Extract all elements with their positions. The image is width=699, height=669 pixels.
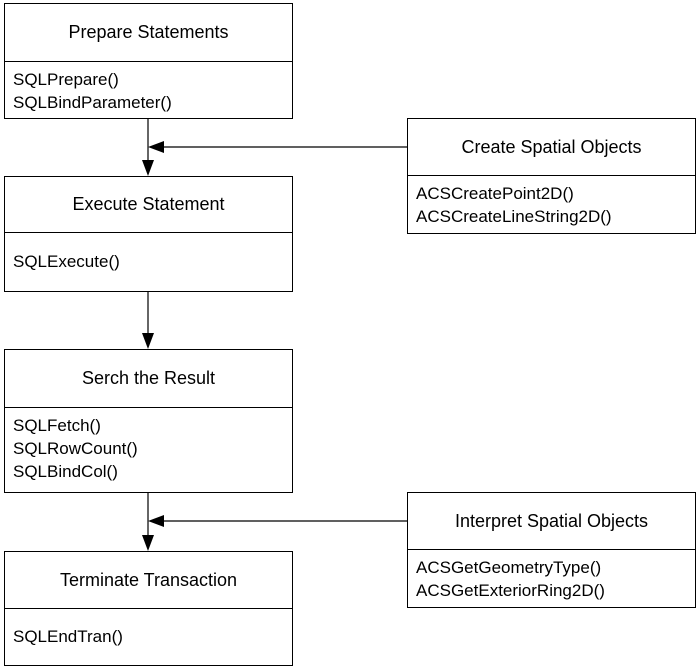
arrowhead-create-spatial [148, 141, 164, 153]
box-search-result-functions: SQLFetch() SQLRowCount() SQLBindCol() [5, 408, 292, 483]
box-create-spatial-objects-title: Create Spatial Objects [408, 119, 695, 176]
box-terminate-transaction: Terminate Transaction SQLEndTran() [4, 551, 293, 666]
box-terminate-transaction-title: Terminate Transaction [5, 552, 292, 609]
function-acscreatepoint2d: ACSCreatePoint2D() [416, 184, 574, 203]
box-interpret-spatial-objects: Interpret Spatial Objects ACSGetGeometry… [407, 492, 696, 608]
box-terminate-transaction-functions: SQLEndTran() [5, 609, 292, 648]
function-acscreatelinestring2d: ACSCreateLineString2D() [416, 207, 612, 226]
function-sqlexecute: SQLExecute() [13, 252, 120, 271]
arrowhead-execute [142, 160, 154, 176]
box-prepare-statements-title: Prepare Statements [5, 4, 292, 62]
function-acsgetgeometrytype: ACSGetGeometryType() [416, 558, 602, 577]
box-interpret-spatial-objects-functions: ACSGetGeometryType() ACSGetExteriorRing2… [408, 550, 695, 602]
function-sqlendtran: SQLEndTran() [13, 627, 123, 646]
function-sqlrowcount: SQLRowCount() [13, 439, 138, 458]
box-execute-statement: Execute Statement SQLExecute() [4, 176, 293, 292]
arrowhead-terminate [142, 535, 154, 551]
box-execute-statement-functions: SQLExecute() [5, 233, 292, 273]
box-interpret-spatial-objects-title: Interpret Spatial Objects [408, 493, 695, 550]
function-sqlbindcol: SQLBindCol() [13, 462, 118, 481]
box-prepare-statements-functions: SQLPrepare() SQLBindParameter() [5, 62, 292, 114]
function-sqlbindparameter: SQLBindParameter() [13, 93, 172, 112]
box-prepare-statements: Prepare Statements SQLPrepare() SQLBindP… [4, 3, 293, 119]
function-sqlfetch: SQLFetch() [13, 416, 101, 435]
box-create-spatial-objects: Create Spatial Objects ACSCreatePoint2D(… [407, 118, 696, 234]
box-create-spatial-objects-functions: ACSCreatePoint2D() ACSCreateLineString2D… [408, 176, 695, 228]
box-search-result-title: Serch the Result [5, 350, 292, 408]
box-search-result: Serch the Result SQLFetch() SQLRowCount(… [4, 349, 293, 493]
arrowhead-search [142, 333, 154, 349]
function-sqlprepare: SQLPrepare() [13, 70, 119, 89]
function-acsgetexteriorring2d: ACSGetExteriorRing2D() [416, 581, 605, 600]
box-execute-statement-title: Execute Statement [5, 177, 292, 233]
arrowhead-interpret-spatial [148, 515, 164, 527]
